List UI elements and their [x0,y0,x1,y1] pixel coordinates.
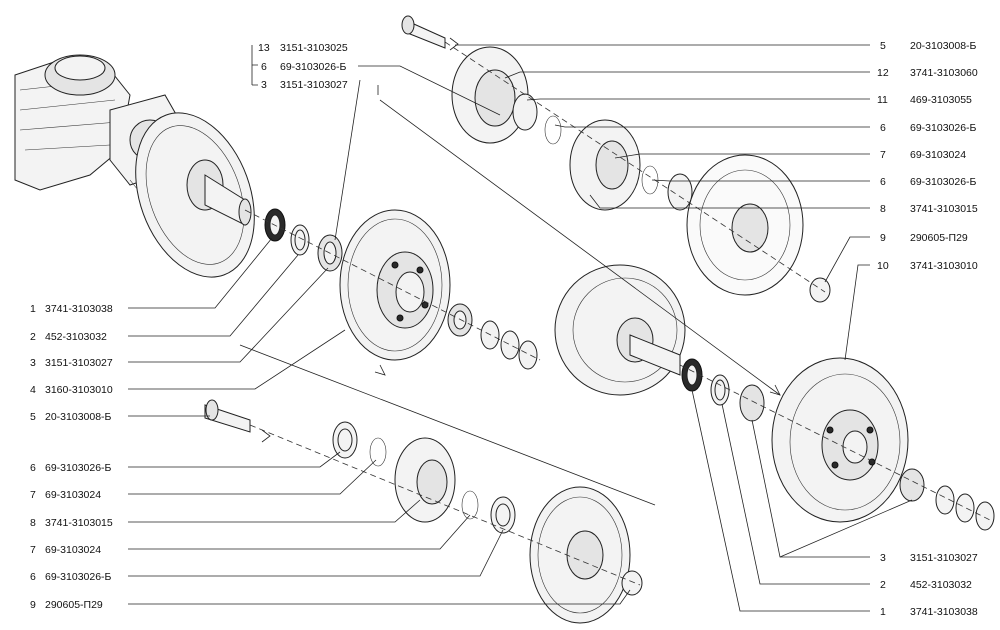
callout-left-11-num: 9 [30,599,36,611]
callout-left-8-code: 3741-3103015 [45,517,113,529]
brake-drum-10 [771,357,909,523]
callout-left-7-num: 7 [30,489,36,501]
lower-left-assembly [204,399,643,624]
callout-left-4-num: 4 [30,384,36,396]
callout-top-2-num: 6 [261,61,267,73]
callout-right-7-num: 8 [880,203,886,215]
callout-top-1-num: 13 [258,42,270,54]
callout-left-2-code: 452-3103032 [45,331,107,343]
callout-right-5-num: 7 [880,149,886,161]
callout-right-11-num: 2 [880,579,886,591]
callout-left-1-num: 1 [30,303,36,315]
callout-top-1-code: 3151-3103025 [280,42,348,54]
artwork [14,15,995,624]
callout-right-7-code: 3741-3103015 [910,203,978,215]
callout-left-4-code: 3160-3103010 [45,384,113,396]
backing-plate-right [554,264,686,396]
callout-right-5-code: 69-3103024 [910,149,966,161]
callout-right-2-code: 3741-3103060 [910,67,978,79]
callout-right-4-num: 6 [880,122,886,134]
callout-right-12-num: 1 [880,606,886,618]
callout-left-6-code: 69-3103026-Б [45,462,112,474]
callout-right-1-num: 5 [880,40,886,52]
callout-right-1-code: 20-3103008-Б [910,40,977,52]
callout-right-9-num: 10 [877,260,889,272]
callout-right-10-num: 3 [880,552,886,564]
callout-top-2-code: 69-3103026-Б [280,61,347,73]
callout-right-10-code: 3151-3103027 [910,552,978,564]
callout-right-4-code: 69-3103026-Б [910,122,977,134]
callout-left-10-num: 6 [30,571,36,583]
top-right-assembly [401,15,831,303]
callout-left-9-num: 7 [30,544,36,556]
left-callouts: 1 3741-3103038 2 452-3103032 3 3151-3103… [30,303,113,611]
callout-right-8-code: 290605-П29 [910,232,968,244]
callout-left-1-code: 3741-3103038 [45,303,113,315]
callout-top-3-code: 3151-3103027 [280,79,348,91]
callout-left-5-num: 5 [30,411,36,423]
callout-right-2-num: 12 [877,67,889,79]
brake-shield-left [135,112,255,278]
callout-right-11-code: 452-3103032 [910,579,972,591]
callout-left-6-num: 6 [30,462,36,474]
callout-left-2-num: 2 [30,331,36,343]
callout-left-11-code: 290605-П29 [45,599,103,611]
callout-right-9-code: 3741-3103010 [910,260,978,272]
callout-left-5-code: 20-3103008-Б [45,411,112,423]
callout-left-9-code: 69-3103024 [45,544,101,556]
callout-right-3-num: 11 [877,94,888,106]
callout-left-3-num: 3 [30,357,36,369]
right-callouts: 5 20-3103008-Б 12 3741-3103060 11 469-31… [877,40,978,618]
right-leaders [251,44,913,612]
callout-left-3-code: 3151-3103027 [45,357,113,369]
callout-right-3-code: 469-3103055 [910,94,972,106]
callout-right-12-code: 3741-3103038 [910,606,978,618]
callout-top-3-num: 3 [261,79,267,91]
callout-right-6-code: 69-3103026-Б [910,176,977,188]
callout-left-10-code: 69-3103026-Б [45,571,112,583]
callout-right-8-num: 9 [880,232,886,244]
callout-right-6-num: 6 [880,176,886,188]
callout-left-8-num: 8 [30,517,36,529]
top-group-callouts: 13 3151-3103025 6 69-3103026-Б 3 3151-31… [258,42,348,91]
left-leaders [128,237,631,605]
callout-left-7-code: 69-3103024 [45,489,101,501]
brake-disc-hub-4 [339,209,451,361]
